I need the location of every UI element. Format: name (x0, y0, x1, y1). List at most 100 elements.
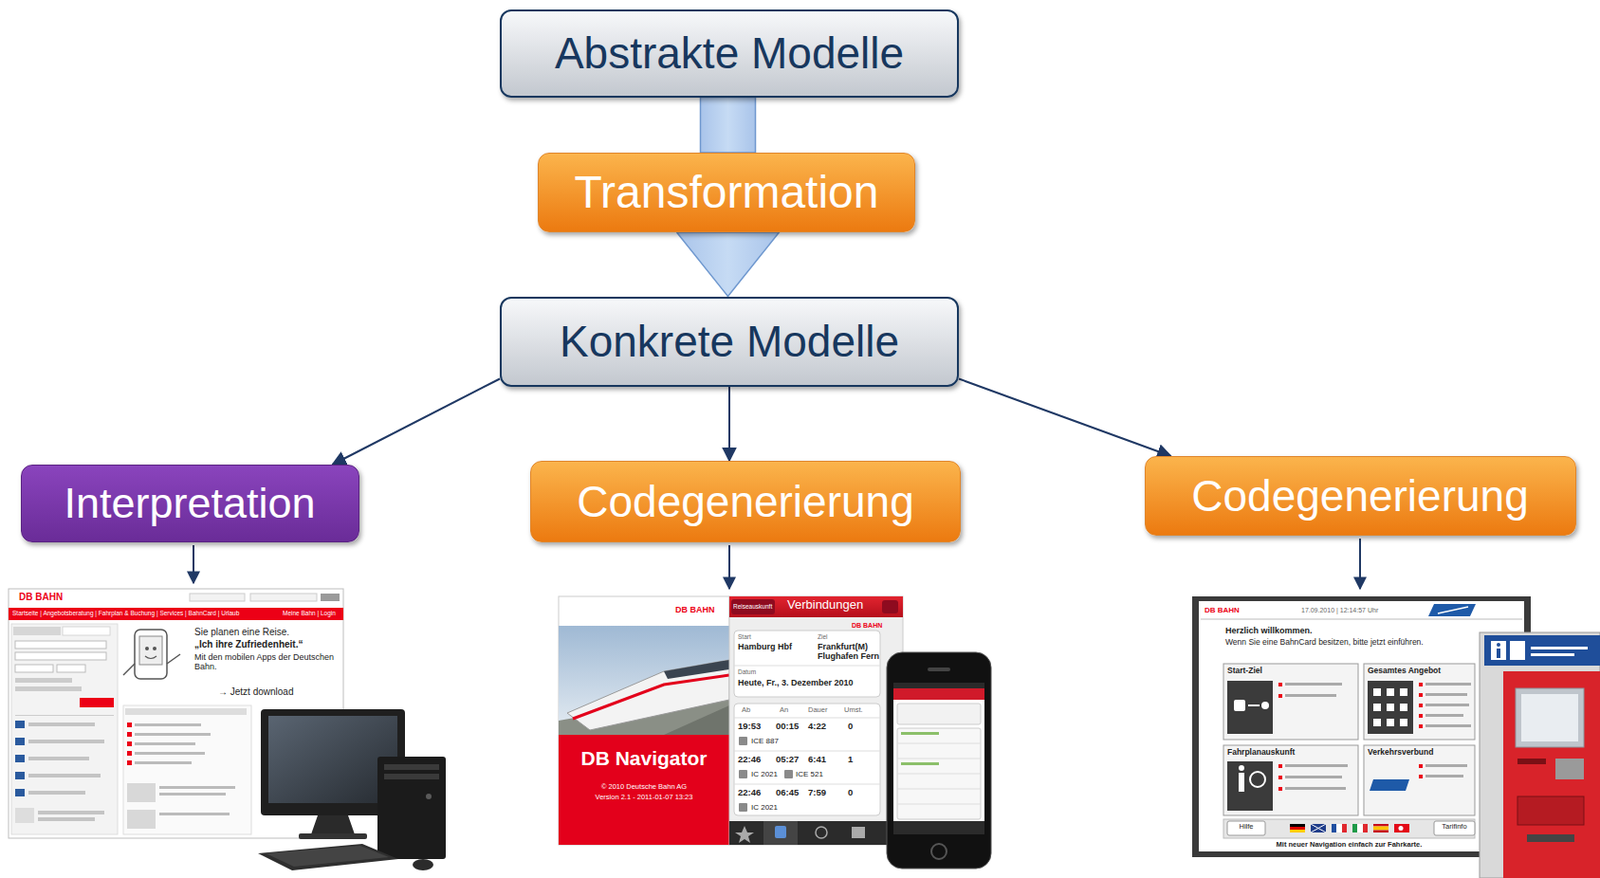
website-screenshot (15, 678, 73, 683)
ticket-machine (1521, 694, 1579, 742)
website-screenshot (134, 761, 192, 765)
screen-text: Mit den mobilen Apps der Deutschen Bahn. (194, 652, 337, 673)
ticket-machine (1530, 653, 1575, 657)
box-label: Codegenerierung (1191, 471, 1529, 522)
ticket-machine (1517, 796, 1584, 826)
ticket-machine-screen (1342, 824, 1347, 833)
screen-text: IC 2021 (751, 770, 778, 779)
ticket-machine-screen (1310, 824, 1326, 833)
smartphone (893, 682, 985, 689)
screen-text: DB BAHN (1204, 606, 1240, 615)
screen-text: Hamburg Hbf (737, 642, 814, 652)
app-splash-screen (558, 596, 730, 846)
screen-text: Meine Bahn | Login (282, 609, 336, 617)
app-results-screen (738, 803, 748, 812)
ticket-machine-screen (1285, 787, 1346, 791)
ticket-machine-screen (1233, 699, 1246, 712)
ticket-machine-screen (1373, 688, 1381, 697)
app-results-screen (851, 827, 865, 839)
ticket-machine-screen (1227, 680, 1273, 735)
screen-text: 7:59 (808, 788, 827, 799)
app-results-screen (734, 751, 881, 753)
smartphone (897, 703, 981, 725)
screen-text: 00:15 (775, 721, 799, 733)
screen-text: 22:46 (737, 788, 761, 799)
ticket-machine-screen (1425, 703, 1470, 707)
ticket-machine-screen (1278, 775, 1283, 780)
ticket-machine-screen (1310, 824, 1326, 833)
app-splash-screen (567, 660, 730, 731)
website-screenshot (134, 742, 196, 746)
desktop-computer (265, 845, 389, 867)
app-results-screen (735, 826, 755, 844)
app-results-screen (734, 703, 881, 816)
website-screenshot (134, 752, 205, 755)
website-screenshot (134, 629, 167, 680)
website-screenshot (28, 739, 105, 744)
website-screenshot (15, 641, 107, 649)
website-screenshot (62, 626, 111, 636)
app-splash-screen (558, 596, 730, 846)
smartphone (897, 773, 981, 775)
app-results-screen (729, 821, 903, 846)
screen-text: Gesamtes Angebot (1367, 666, 1441, 677)
screen-text: 4:22 (808, 721, 827, 733)
app-results-screen (734, 784, 881, 786)
website-screenshot (127, 741, 132, 747)
website-screenshot (145, 646, 149, 651)
process-box: Abstrakte Modelle (499, 9, 959, 98)
ticket-machine (1479, 632, 1600, 878)
app-splash-screen (558, 625, 730, 736)
process-box: Interpretation (20, 464, 360, 543)
screen-text: 0 (847, 788, 853, 799)
smartphone (893, 821, 985, 835)
ticket-machine-screen (1238, 765, 1245, 772)
app-results-screen (731, 599, 775, 615)
ticket-machine-screen (1373, 827, 1389, 831)
ticket-machine-screen (1386, 718, 1395, 727)
screen-text: Verkehrsverbund (1367, 748, 1434, 758)
screen-text: Startseite | Angebotsberatung | Fahrplan… (12, 609, 240, 617)
website-screenshot (15, 664, 54, 673)
ticket-machine-screen (1425, 693, 1468, 697)
screen-text: DB Navigator (558, 747, 730, 771)
desktop-computer (384, 764, 440, 771)
screen-text: Ziel (817, 633, 828, 641)
screen-text: 06:45 (775, 788, 799, 799)
ticket-machine-screen (1418, 714, 1423, 718)
ticket-machine-screen (1223, 745, 1359, 816)
ticket-machine-screen (1227, 821, 1266, 836)
screen-text: IC 2021 (751, 803, 778, 812)
screen-text: Tarifinfo (1434, 823, 1475, 832)
smartphone (927, 667, 951, 672)
ticket-machine-screen (1425, 724, 1472, 728)
website-screenshot (79, 698, 114, 708)
app-results-screen (774, 826, 787, 839)
app-results-screen (882, 600, 899, 614)
ticket-machine-screen (1425, 714, 1464, 718)
ticket-machine-screen (1289, 824, 1306, 828)
website-screenshot (159, 786, 236, 790)
ticket-machine-screen (1367, 761, 1414, 811)
screen-text: Herzlich willkommen. (1225, 625, 1313, 636)
block-arrow (677, 232, 780, 297)
website-screenshot (134, 733, 211, 736)
ticket-machine-screen (1373, 830, 1389, 834)
app-results-screen (815, 827, 828, 839)
website-screenshot (15, 686, 82, 692)
screen-text: 22:46 (737, 754, 761, 766)
screen-text: Hilfe (1227, 823, 1266, 832)
process-box: Transformation (537, 152, 916, 233)
screen-text: Mit neuer Navigation einfach zur Fahrkar… (1223, 841, 1475, 850)
app-results-screen (734, 630, 881, 698)
screen-text: Ab (741, 706, 751, 716)
screen-text: Version 2.1 - 2011-01-07 13:23 (558, 793, 730, 803)
desktop-computer (311, 815, 355, 835)
app-results-screen (738, 770, 748, 779)
ticket-machine-screen (1418, 724, 1423, 729)
ticket-machine (1517, 758, 1546, 765)
ticket-machine-screen (1278, 694, 1283, 699)
smartphone (886, 652, 992, 869)
